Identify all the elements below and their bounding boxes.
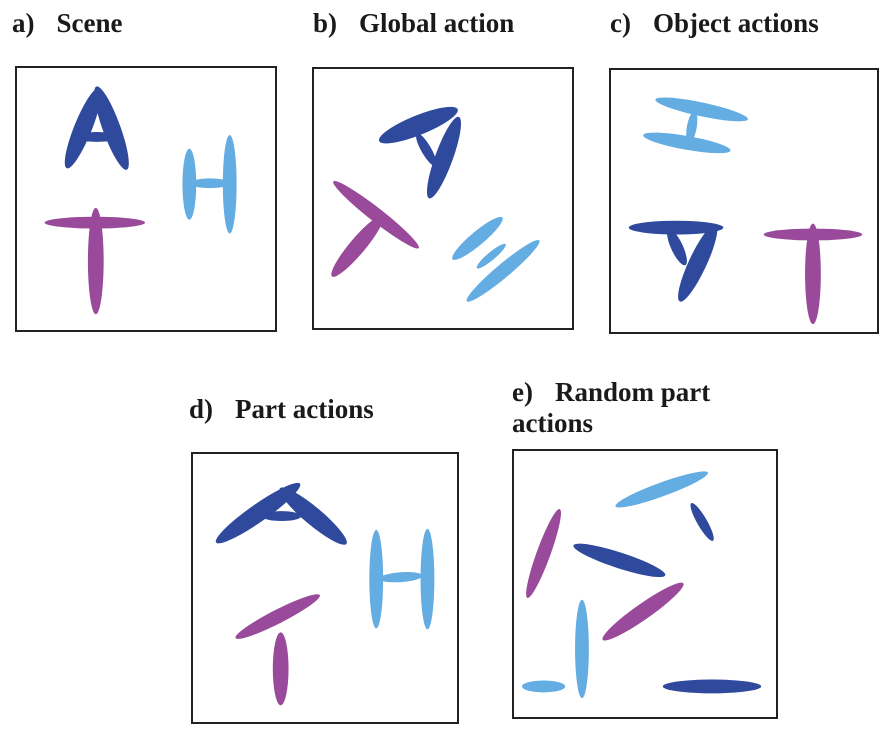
panel-d-letter: d) bbox=[189, 394, 214, 424]
dark-blue-part bbox=[573, 543, 666, 578]
panel-a-label: a) Scene bbox=[12, 8, 122, 39]
panel-b-label: b) Global action bbox=[313, 8, 514, 39]
h-crossbar bbox=[190, 178, 230, 189]
a-crossbar bbox=[261, 511, 302, 522]
panel-b-global-action bbox=[312, 67, 574, 330]
h-bottom-stroke bbox=[643, 132, 731, 154]
a-left-stroke bbox=[667, 229, 687, 266]
panel-e-title: Random part actions bbox=[512, 377, 711, 438]
light-blue-part bbox=[575, 599, 589, 699]
t-stem bbox=[331, 215, 384, 277]
h-right-stroke bbox=[222, 134, 237, 234]
panel-c-letter: c) bbox=[610, 8, 631, 38]
panel-d-label: d) Part actions bbox=[189, 394, 374, 425]
letter-h-shape bbox=[369, 528, 435, 630]
panel-a-title: Scene bbox=[56, 8, 123, 38]
h-left-stroke bbox=[452, 216, 503, 260]
letter-h-shape bbox=[182, 134, 237, 234]
letter-t-shape bbox=[331, 180, 419, 277]
a-left-stroke bbox=[64, 87, 102, 169]
letter-h-shape bbox=[452, 216, 540, 302]
panel-e-drawing bbox=[521, 471, 762, 699]
panel-d-drawing bbox=[215, 482, 435, 706]
letter-t-shape bbox=[235, 594, 320, 706]
panel-e-label: e)Random part actions bbox=[512, 377, 772, 439]
panel-a-letter: a) bbox=[12, 8, 35, 38]
panel-b-letter: b) bbox=[313, 8, 338, 38]
letter-a-shape bbox=[628, 220, 724, 302]
a-right-stroke bbox=[94, 86, 129, 170]
panel-a-scene bbox=[15, 66, 277, 332]
h-right-stroke bbox=[466, 240, 540, 302]
panel-a-drawing bbox=[44, 86, 237, 315]
panel-e-random-part-actions bbox=[512, 449, 778, 719]
dark-blue-part bbox=[662, 679, 762, 694]
panel-d-title: Part actions bbox=[235, 394, 374, 424]
panel-b-drawing bbox=[331, 106, 540, 302]
panel-b-title: Global action bbox=[359, 8, 515, 38]
a-top-bar bbox=[628, 220, 724, 235]
panel-e-letter: e) bbox=[512, 377, 533, 407]
letter-a-shape bbox=[64, 86, 129, 170]
a-crossbar bbox=[415, 133, 437, 167]
letter-h-shape bbox=[643, 97, 748, 154]
h-right-stroke bbox=[420, 528, 435, 630]
panel-c-object-actions bbox=[609, 68, 879, 334]
letter-a-shape bbox=[215, 482, 347, 545]
a-crossbar bbox=[77, 132, 117, 142]
t-top-bar bbox=[333, 180, 419, 249]
t-top-bar bbox=[235, 594, 320, 639]
letter-t-shape bbox=[44, 207, 146, 315]
purple-part bbox=[602, 582, 684, 641]
t-stem bbox=[272, 632, 289, 706]
h-left-stroke bbox=[182, 148, 197, 220]
panel-c-drawing bbox=[628, 97, 863, 325]
a-left-stroke bbox=[378, 106, 458, 144]
h-left-stroke bbox=[369, 529, 384, 629]
letter-a-shape bbox=[378, 106, 461, 199]
h-crossbar bbox=[379, 572, 423, 583]
a-right-stroke bbox=[426, 116, 461, 199]
a-right-stroke bbox=[279, 487, 347, 545]
letter-t-shape bbox=[763, 223, 863, 325]
panel-c-title: Object actions bbox=[652, 8, 819, 38]
t-stem bbox=[87, 207, 104, 315]
panel-c-label: c) Object actions bbox=[610, 8, 819, 39]
panel-d-part-actions bbox=[191, 452, 459, 724]
light-blue-part bbox=[615, 471, 709, 508]
light-blue-part bbox=[521, 680, 566, 693]
a-right-stroke bbox=[678, 224, 718, 302]
dark-blue-part bbox=[690, 503, 714, 541]
a-left-stroke bbox=[215, 482, 301, 544]
h-crossbar bbox=[686, 111, 698, 143]
t-stem bbox=[805, 223, 821, 325]
h-crossbar bbox=[476, 243, 506, 269]
purple-part bbox=[526, 508, 561, 598]
h-top-stroke bbox=[655, 97, 748, 122]
